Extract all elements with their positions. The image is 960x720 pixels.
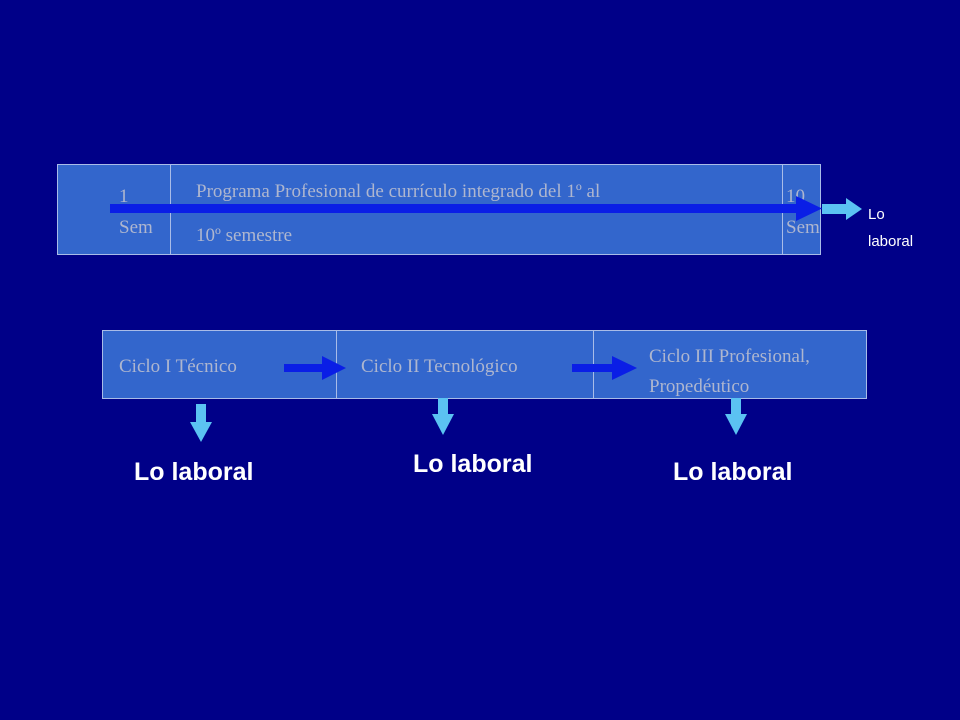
end-semester-unit: Sem [786,217,820,238]
program-outcome-arrow [822,198,862,220]
cycle-1-label: Ciclo I Técnico [119,356,237,377]
program-outcome-line-2: laboral [868,233,914,250]
start-semester-unit: Sem [119,217,153,238]
cycle-1-to-2-arrow-head [322,356,346,380]
cycle-3-outcome-arrow-shaft [731,398,741,416]
start-semester-number: 1 [119,186,129,207]
cycle-2-to-3-arrow-shaft [572,364,614,372]
cycle-box-2 [336,330,594,399]
program-main-arrow-shaft [110,204,800,213]
cycle-2-outcome-arrow-shaft [438,398,448,416]
cycle-2-outcome-arrow-head [432,414,454,435]
program-title-line-2: 10º semestre [196,225,293,246]
program-main-arrow-head [796,196,822,221]
cycle-1-to-2-arrow-shaft [284,364,324,372]
cycle-3-label-line-2: Propedéutico [649,376,750,397]
cycle-1-outcome-arrow-shaft [196,404,206,424]
cycle-1-outcome: Lo laboral [134,458,254,486]
program-outcome-line-1: Lo [868,206,885,223]
cycle-3-label-line-1: Ciclo III Profesional, [649,346,810,367]
cycle-2-label: Ciclo II Tecnológico [361,356,518,377]
cycle-2-outcome: Lo laboral [413,450,533,478]
cycle-1-outcome-arrow-head [190,422,212,442]
program-title-line-1: Programa Profesional de currículo integr… [196,181,601,202]
cycle-3-outcome-arrow-head [725,414,747,435]
cycle-3-outcome: Lo laboral [673,458,793,486]
cycle-2-to-3-arrow-head [612,356,637,380]
